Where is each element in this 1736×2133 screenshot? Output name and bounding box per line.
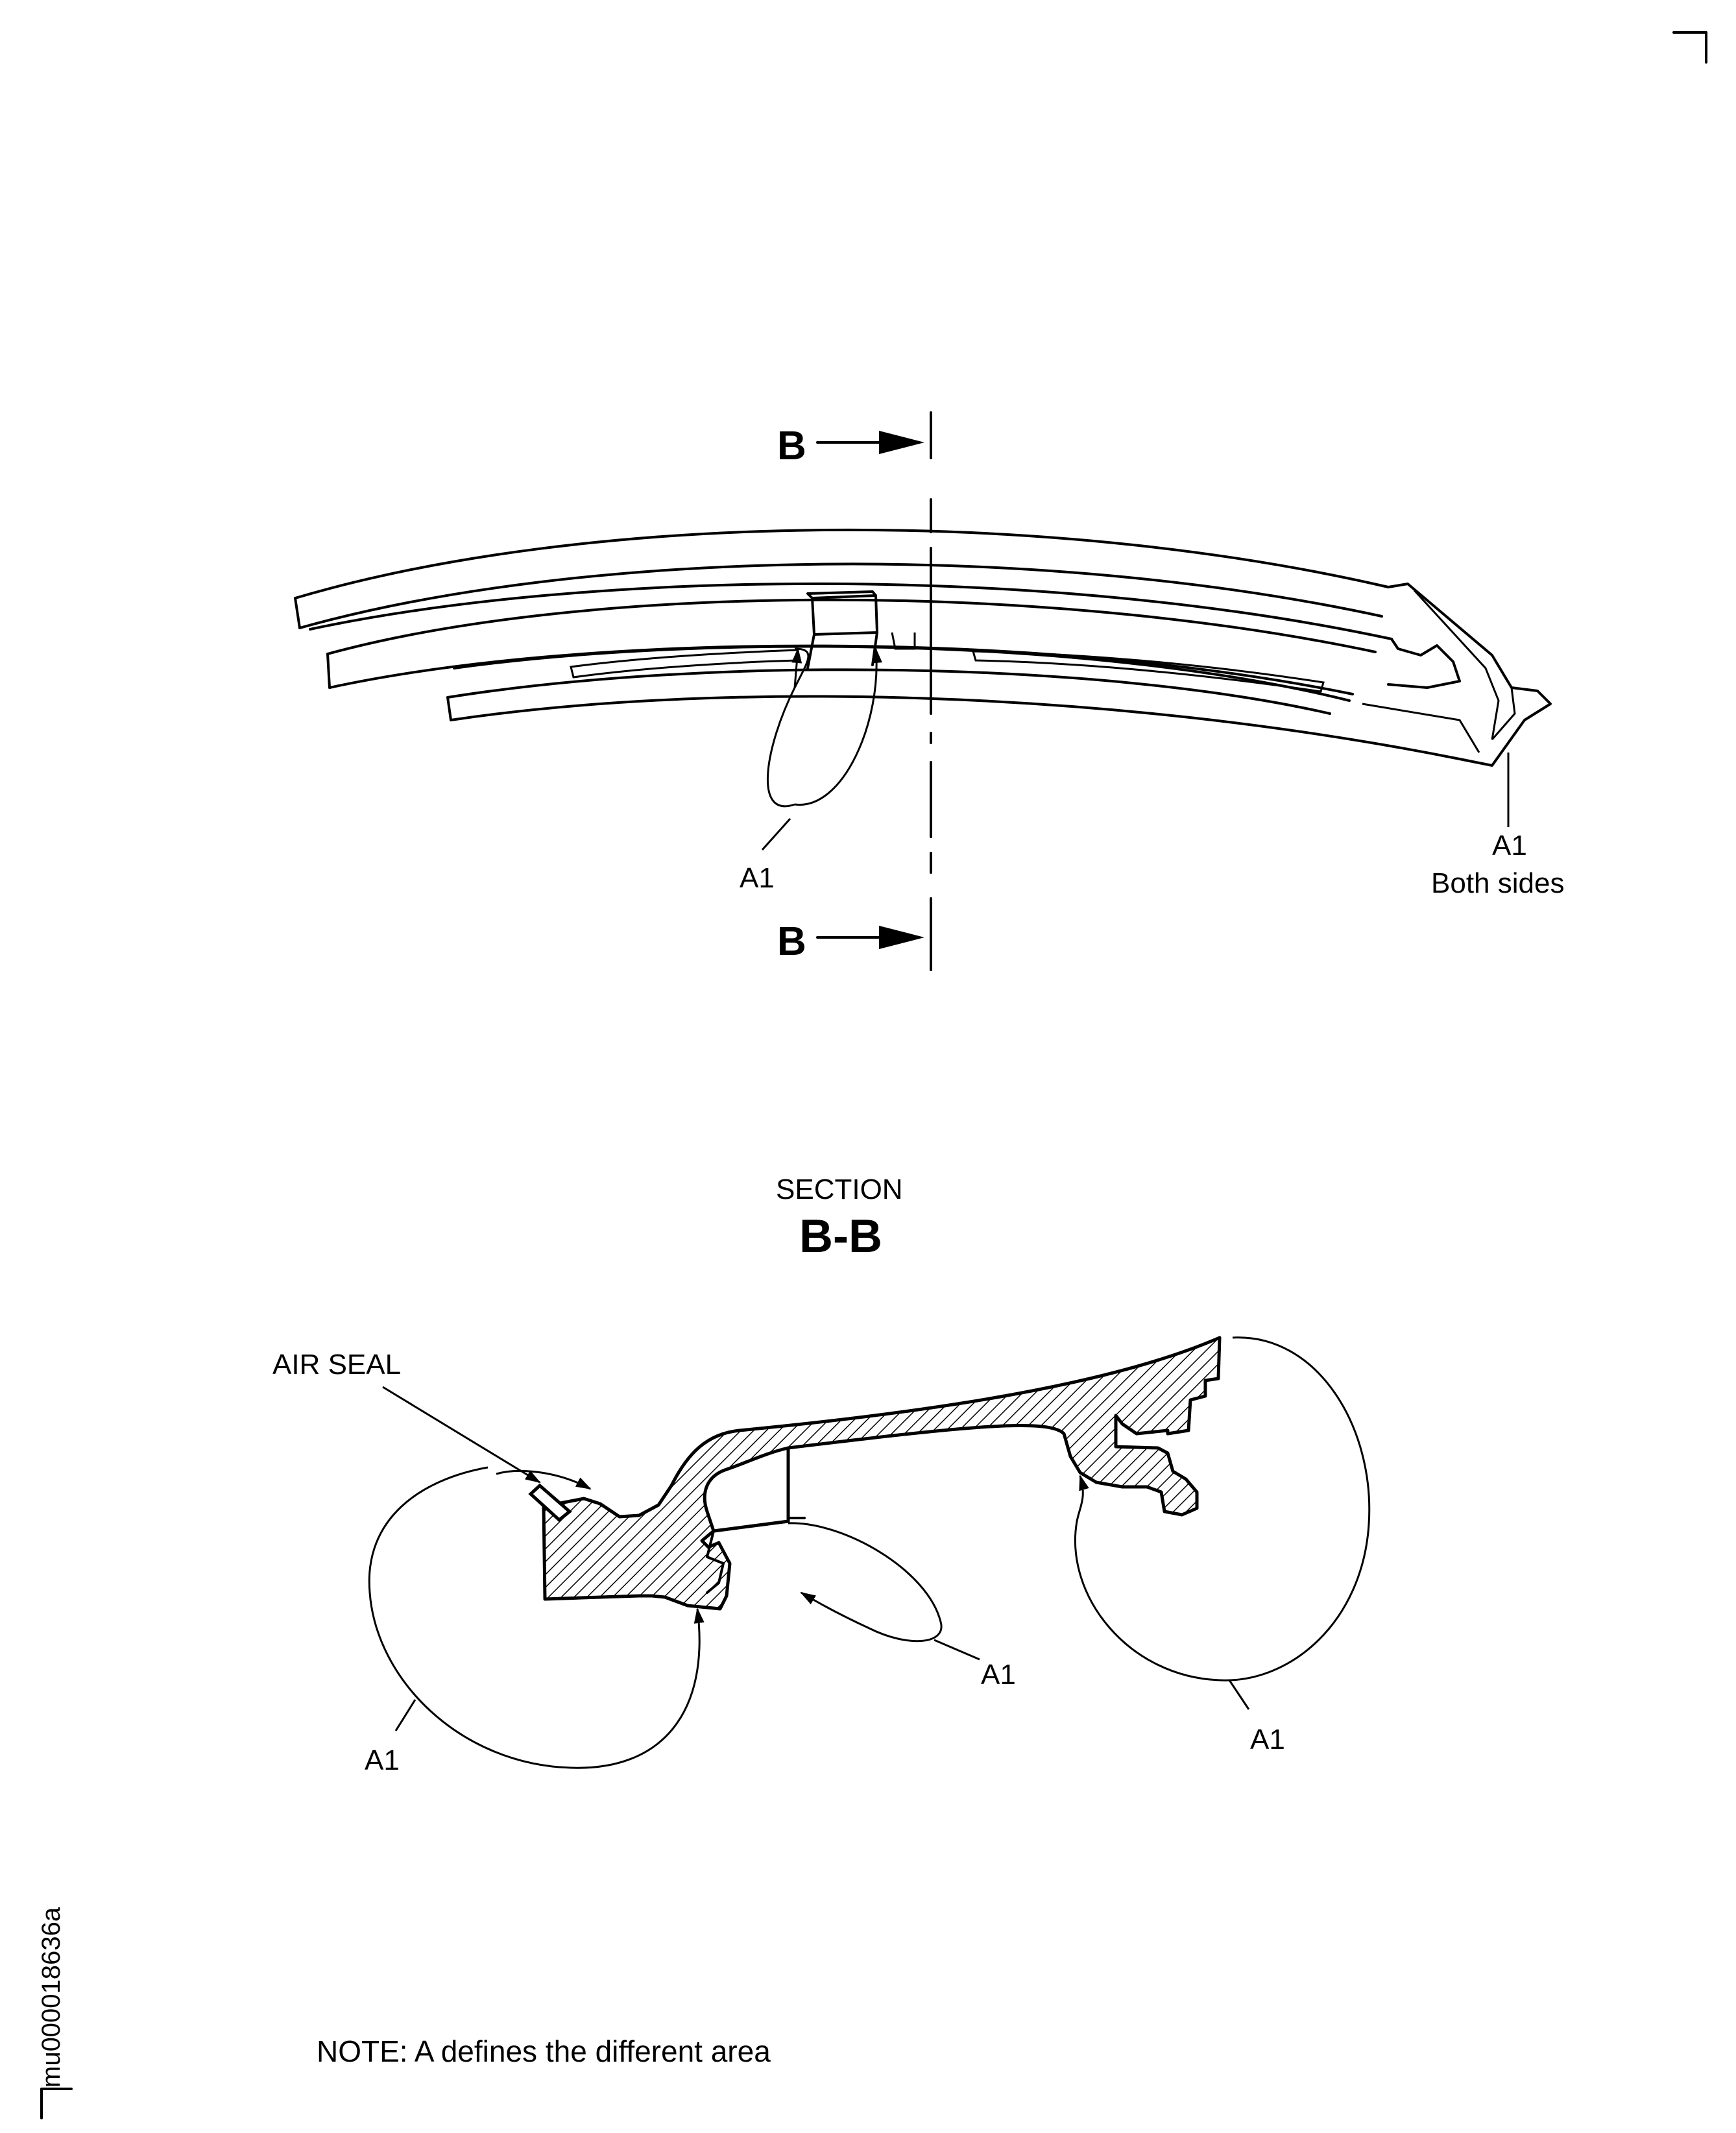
cross-section-profile (528, 1336, 1222, 1611)
air-seal-label: AIR SEAL (272, 1349, 401, 1380)
section-mark-top: B (777, 424, 806, 468)
corner-mark (1672, 31, 1707, 64)
callout-loop-section-middle (788, 1522, 980, 1661)
section-heading-id: B-B (799, 1211, 882, 1262)
section-line-bb (816, 411, 932, 971)
air-seal-leader (382, 1386, 541, 1484)
callout-loop-section-right (1074, 1336, 1371, 1710)
figure-id: mu000018636a (37, 1907, 66, 2088)
note-text: NOTE: A defines the different area (317, 2034, 771, 2068)
callout-both-sides: Both sides (1431, 867, 1564, 899)
section-heading: SECTION (776, 1174, 903, 1205)
callout-a1-top-left: A1 (740, 862, 775, 894)
figure-id-bracket (40, 2088, 73, 2119)
callout-a1-section-left: A1 (365, 1744, 400, 1776)
callout-a1-section-right: A1 (1250, 1724, 1285, 1755)
callout-loop-top-left (761, 647, 882, 851)
callout-a1-top-right: A1 (1492, 830, 1527, 862)
callout-loop-section-left (368, 1466, 705, 1769)
section-mark-bottom: B (777, 919, 806, 964)
callout-a1-section-middle: A1 (981, 1659, 1016, 1691)
segment-top-view (294, 528, 1552, 767)
